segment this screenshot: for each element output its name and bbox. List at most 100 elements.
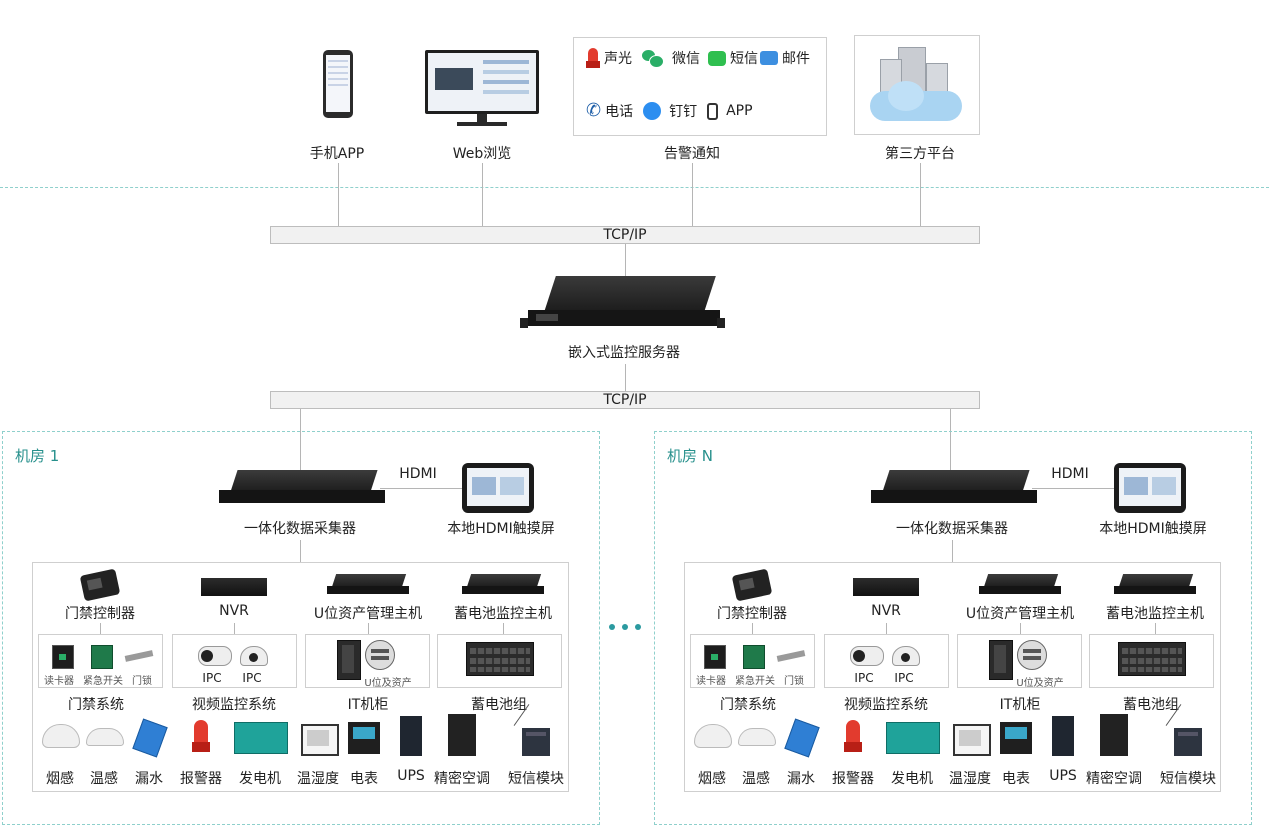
link-line [368, 623, 369, 635]
precision-ac-icon [1100, 714, 1128, 756]
sensor-label-4: 报警器 [180, 771, 222, 787]
sensor-label-1: 烟感 [698, 771, 726, 787]
battery-host-icon [458, 574, 548, 598]
sensor-label-8: UPS [397, 768, 425, 784]
battery-bank-icon [1118, 642, 1186, 676]
alarm-sms: 短信 [730, 51, 758, 67]
thermo-display [959, 730, 981, 746]
link-line [300, 409, 301, 471]
room-frame [2, 431, 600, 825]
alarm-siren-icon [192, 720, 210, 754]
battery-row [470, 667, 530, 672]
host-label-4: 蓄电池监控主机 [454, 606, 552, 622]
cabinet-door [994, 645, 1006, 673]
emergency-switch-icon [743, 645, 765, 669]
access-item-label-1: 读卡器 [696, 676, 726, 687]
collector-label: 一体化数据采集器 [244, 521, 356, 537]
battery-row [470, 658, 530, 664]
mobile-app-label: 手机APP [309, 146, 365, 162]
ellipsis-dot [635, 624, 641, 630]
ellipsis-dot [622, 624, 628, 630]
generator-icon [234, 722, 288, 754]
it-cabinet-icon [337, 640, 361, 680]
rack-caption: U位及资产 [364, 678, 412, 689]
sensor-label-7: 电表 [350, 771, 378, 787]
access-item-label-1: 读卡器 [44, 676, 74, 687]
thermo-hygro-icon [953, 724, 991, 756]
link-line [338, 163, 339, 226]
meter-display [353, 727, 375, 739]
host-label-4: 蓄电池监控主机 [1106, 606, 1204, 622]
siren-dome [194, 720, 208, 742]
host-label-3: U位资产管理主机 [965, 606, 1075, 622]
sensor-label-5: 发电机 [239, 771, 281, 787]
thermo-hygro-icon [301, 724, 339, 756]
ipc-label-1: IPC [854, 671, 874, 685]
generator-icon [886, 722, 940, 754]
link-line [886, 623, 887, 635]
access-item-label-3: 门锁 [132, 676, 152, 687]
wechat-icon [642, 50, 664, 68]
nvr-icon [853, 578, 919, 596]
touchscreen-label: 本地HDMI触摸屏 [1099, 521, 1207, 537]
subsystem-box-2 [824, 634, 949, 688]
hdmi-line [1032, 488, 1114, 489]
sensor-label-9: 精密空调 [1086, 771, 1142, 787]
card-reader-icon [704, 645, 726, 669]
alarm-box [573, 37, 827, 136]
collector-device [864, 470, 1044, 510]
thermo-display [307, 730, 329, 746]
link-line [503, 623, 504, 635]
dingtalk-icon [643, 102, 662, 120]
battery-host-icon-front [1113, 586, 1197, 594]
power-meter-icon [348, 722, 380, 754]
u-asset-zoom-icon [365, 640, 395, 670]
dome-camera-icon [240, 646, 268, 666]
hdmi-label: HDMI [1051, 466, 1089, 482]
system-label-1: 门禁系统 [68, 697, 124, 713]
link-line [920, 163, 921, 226]
alarm-row-1: 声光 微信 短信 邮件 [586, 48, 810, 68]
link-line [482, 163, 483, 226]
email-icon [760, 51, 778, 65]
touchscreen-chart [472, 477, 496, 495]
ipc-label-2: IPC [242, 671, 262, 685]
sensor-label-9: 精密空调 [434, 771, 490, 787]
ipc-label-2: IPC [894, 671, 914, 685]
sms-icon [708, 50, 726, 66]
battery-bank-icon [466, 642, 534, 676]
smartphone-icon [707, 102, 719, 120]
link-line [625, 364, 626, 391]
alarm-row-2: ✆ 电话 钉钉 APP [586, 101, 753, 121]
phone-icon: ✆ [586, 100, 602, 121]
touchscreen-label: 本地HDMI触摸屏 [447, 521, 555, 537]
link-line [100, 623, 101, 635]
camera-lens [201, 650, 213, 662]
dome-camera-icon [892, 646, 920, 666]
server-label: 嵌入式监控服务器 [568, 345, 680, 361]
touchscreen-icon [1114, 463, 1186, 513]
access-controller-screen [738, 577, 755, 591]
system-label-2: 视频监控系统 [844, 697, 928, 713]
touchscreen-icon [462, 463, 534, 513]
host-label-1: 门禁控制器 [717, 606, 787, 622]
card-reader-light [59, 654, 66, 660]
bullet-camera-icon [850, 646, 884, 666]
sensor-label-1: 烟感 [46, 771, 74, 787]
system-label-4: 蓄电池组 [1123, 697, 1179, 713]
sensor-label-6: 温湿度 [949, 771, 991, 787]
system-label-3: IT机柜 [999, 697, 1041, 713]
link-line [1155, 623, 1156, 635]
room-frame [654, 431, 1252, 825]
access-item-label-2: 紧急开关 [83, 676, 123, 687]
link-line [950, 409, 951, 471]
battery-host-icon-front [461, 586, 545, 594]
link-line [1020, 623, 1021, 635]
link-line [752, 623, 753, 635]
system-label-4: 蓄电池组 [471, 697, 527, 713]
touchscreen-chart [1124, 477, 1148, 495]
third-party-label: 第三方平台 [885, 146, 955, 162]
it-cabinet-icon [989, 640, 1013, 680]
u-asset-zoom-icon [1017, 640, 1047, 670]
host-label-3: U位资产管理主机 [313, 606, 423, 622]
